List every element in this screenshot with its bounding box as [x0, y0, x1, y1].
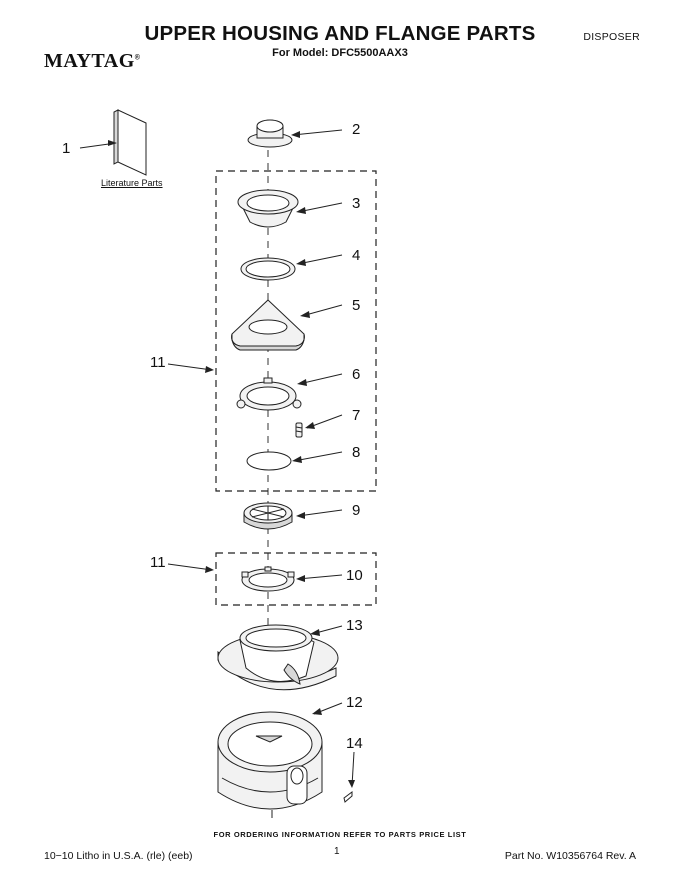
literature-parts-label[interactable]: Literature Parts: [101, 178, 163, 188]
callout-12[interactable]: 12: [346, 694, 363, 711]
callout-3[interactable]: 3: [352, 195, 360, 212]
callout-14[interactable]: 14: [346, 735, 363, 752]
registered-mark: ®: [134, 54, 141, 62]
category-label: DISPOSER: [583, 31, 640, 43]
ordering-note: FOR ORDERING INFORMATION REFER TO PARTS …: [213, 830, 467, 839]
clip-part[interactable]: [343, 791, 353, 803]
kit-11-lower-box: [215, 552, 377, 606]
sink-flange-part[interactable]: [237, 189, 299, 228]
snap-ring-part[interactable]: [246, 451, 292, 471]
backup-flange-part[interactable]: [231, 299, 305, 351]
callout-8[interactable]: 8: [352, 444, 360, 461]
callout-13[interactable]: 13: [346, 617, 363, 634]
callout-4[interactable]: 4: [352, 247, 360, 264]
callout-10[interactable]: 10: [346, 567, 363, 584]
callout-6[interactable]: 6: [352, 366, 360, 383]
litho-info: 10−10 Litho in U.S.A. (rle) (eeb): [44, 850, 193, 862]
callout-11-lower[interactable]: 11: [150, 554, 166, 571]
mount-ring-part[interactable]: [241, 566, 295, 592]
stopper-part[interactable]: [247, 119, 293, 148]
upper-housing-part[interactable]: [217, 711, 323, 818]
part-number: Part No. W10356764 Rev. A: [504, 850, 636, 862]
callout-9[interactable]: 9: [352, 502, 360, 519]
gasket-part[interactable]: [240, 257, 296, 281]
page-title: UPPER HOUSING AND FLANGE PARTS: [144, 22, 536, 45]
screw-part[interactable]: [295, 422, 303, 438]
mounting-ring-part[interactable]: [236, 377, 302, 411]
callout-7[interactable]: 7: [352, 407, 360, 424]
callout-11-upper[interactable]: 11: [150, 354, 166, 371]
leader-lines: [79, 129, 355, 788]
callout-5[interactable]: 5: [352, 297, 360, 314]
splash-guard-part[interactable]: [243, 502, 293, 530]
callout-1[interactable]: 1: [62, 140, 70, 157]
brand-name: MAYTAG: [44, 50, 135, 72]
collar-part[interactable]: [217, 624, 339, 691]
callout-2[interactable]: 2: [352, 121, 360, 138]
brand-logo: MAYTAG®: [44, 50, 140, 73]
model-subtitle: For Model: DFC5500AAX3: [272, 47, 408, 59]
literature-booklet[interactable]: [113, 109, 147, 176]
page-number: 1: [334, 846, 340, 857]
